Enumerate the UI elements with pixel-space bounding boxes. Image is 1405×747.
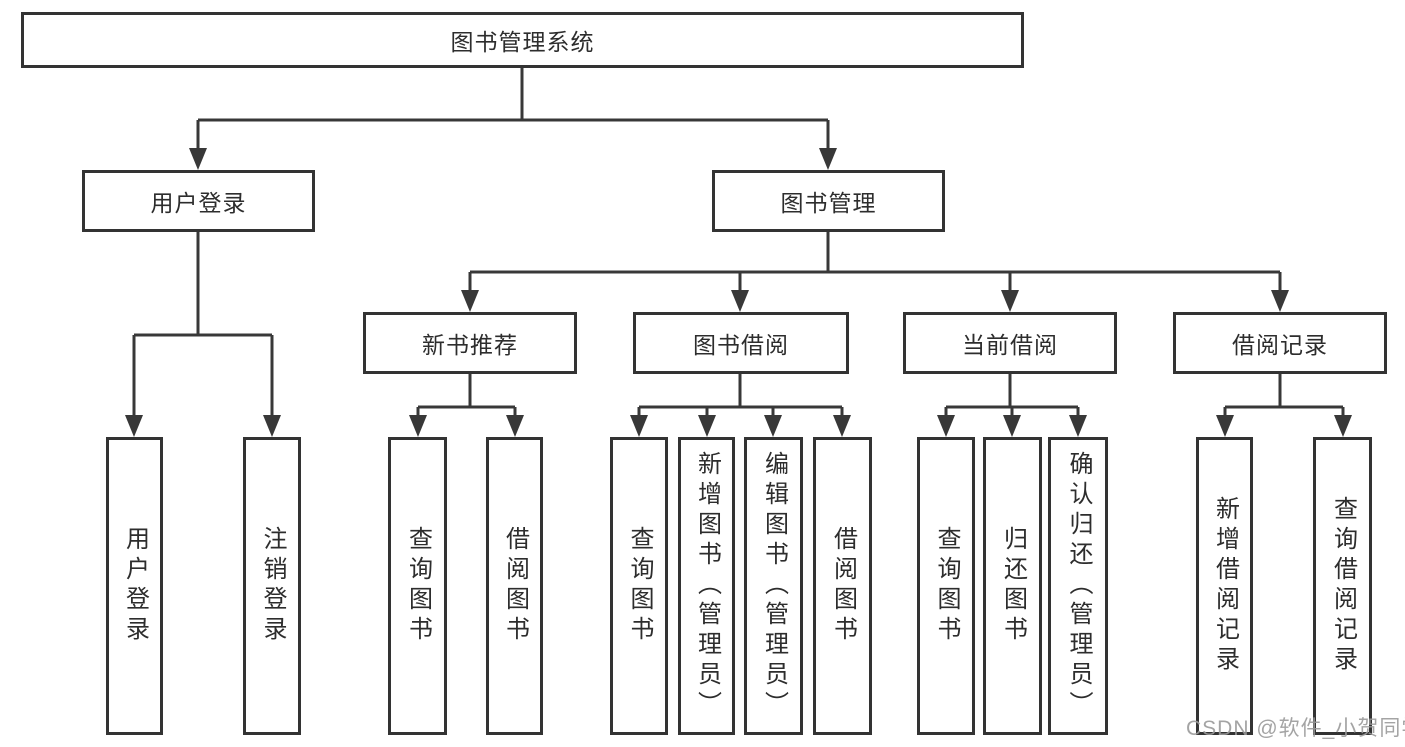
arrowhead-icon bbox=[125, 415, 143, 437]
arrowhead-icon bbox=[1069, 415, 1087, 437]
node-leaf-bb-add-book-admin-label: 新增图书（管理员） bbox=[693, 451, 721, 721]
node-book-borrow-label: 图书借阅 bbox=[693, 332, 789, 358]
arrowhead-icon bbox=[506, 415, 524, 437]
node-leaf-cb-query-book: 查询图书 bbox=[917, 437, 975, 735]
arrowhead-icon bbox=[189, 148, 207, 170]
node-user-login: 用户登录 bbox=[82, 170, 315, 232]
connector-new-book-group bbox=[409, 374, 524, 437]
node-leaf-bb-borrow-book: 借阅图书 bbox=[813, 437, 872, 735]
connector-root-to-level2 bbox=[189, 68, 837, 170]
node-leaf-cb-return-book-label: 归还图书 bbox=[999, 526, 1027, 646]
arrowhead-icon bbox=[764, 415, 782, 437]
node-current-borrow: 当前借阅 bbox=[903, 312, 1117, 374]
node-leaf-bb-query-book: 查询图书 bbox=[610, 437, 668, 735]
node-leaf-bb-borrow-book-label: 借阅图书 bbox=[829, 526, 857, 646]
node-leaf-bb-add-book-admin: 新增图书（管理员） bbox=[678, 437, 735, 735]
node-book-mgmt: 图书管理 bbox=[712, 170, 945, 232]
node-leaf-br-add-record: 新增借阅记录 bbox=[1196, 437, 1253, 735]
node-leaf-logout: 注销登录 bbox=[243, 437, 301, 735]
arrowhead-icon bbox=[937, 415, 955, 437]
node-current-borrow-label: 当前借阅 bbox=[962, 332, 1058, 358]
node-leaf-user-login-label: 用户登录 bbox=[121, 526, 149, 646]
connector-line bbox=[416, 374, 517, 419]
connector-line bbox=[468, 232, 1282, 294]
node-root: 图书管理系统 bbox=[21, 12, 1024, 68]
node-leaf-cb-confirm-return-admin: 确认归还（管理员） bbox=[1048, 437, 1108, 735]
node-leaf-br-query-record: 查询借阅记录 bbox=[1313, 437, 1372, 735]
arrowhead-icon bbox=[1334, 415, 1352, 437]
arrowhead-icon bbox=[1216, 415, 1234, 437]
node-leaf-bb-query-book-label: 查询图书 bbox=[626, 526, 653, 646]
connector-book-mgmt-to-level3 bbox=[461, 232, 1289, 312]
node-book-mgmt-label: 图书管理 bbox=[780, 190, 877, 216]
arrowhead-icon bbox=[698, 415, 716, 437]
node-book-borrow: 图书借阅 bbox=[633, 312, 849, 374]
arrowhead-icon bbox=[833, 415, 851, 437]
node-root-label: 图书管理系统 bbox=[450, 29, 595, 55]
csdn-watermark: CSDN @软件_小贺同学 bbox=[1186, 717, 1405, 740]
node-borrow-record: 借阅记录 bbox=[1173, 312, 1387, 374]
node-leaf-logout-label: 注销登录 bbox=[259, 526, 286, 646]
node-leaf-nbr-borrow-book-label: 借阅图书 bbox=[501, 526, 529, 646]
arrowhead-icon bbox=[461, 290, 479, 312]
connector-line bbox=[132, 232, 274, 419]
node-new-book-rec-label: 新书推荐 bbox=[422, 332, 518, 358]
connector-book-borrow-group bbox=[630, 374, 851, 437]
node-leaf-user-login: 用户登录 bbox=[106, 437, 163, 735]
node-leaf-bb-edit-book-admin: 编辑图书（管理员） bbox=[744, 437, 803, 735]
node-leaf-nbr-borrow-book: 借阅图书 bbox=[486, 437, 543, 735]
arrowhead-icon bbox=[409, 415, 427, 437]
node-user-login-label: 用户登录 bbox=[150, 190, 247, 216]
node-leaf-br-add-record-label: 新增借阅记录 bbox=[1211, 496, 1239, 676]
node-leaf-cb-confirm-return-admin-label: 确认归还（管理员） bbox=[1065, 451, 1092, 721]
node-leaf-cb-query-book-label: 查询图书 bbox=[933, 526, 960, 646]
node-leaf-bb-edit-book-admin-label: 编辑图书（管理员） bbox=[760, 451, 788, 721]
connector-line bbox=[637, 374, 844, 419]
arrowhead-icon bbox=[1003, 415, 1021, 437]
arrowhead-icon bbox=[819, 148, 837, 170]
connector-line bbox=[944, 374, 1080, 419]
node-leaf-br-query-record-label: 查询借阅记录 bbox=[1329, 496, 1357, 676]
connector-line bbox=[1223, 374, 1345, 419]
node-leaf-cb-return-book: 归还图书 bbox=[983, 437, 1042, 735]
node-new-book-rec: 新书推荐 bbox=[363, 312, 577, 374]
connector-line bbox=[196, 68, 830, 152]
node-borrow-record-label: 借阅记录 bbox=[1232, 332, 1328, 358]
arrowhead-icon bbox=[263, 415, 281, 437]
node-leaf-nbr-query-book: 查询图书 bbox=[388, 437, 447, 735]
connector-user-login-group bbox=[125, 232, 281, 437]
node-leaf-nbr-query-book-label: 查询图书 bbox=[404, 526, 432, 646]
arrowhead-icon bbox=[731, 290, 749, 312]
arrowhead-icon bbox=[1001, 290, 1019, 312]
connector-borrow-record-group bbox=[1216, 374, 1352, 437]
arrowhead-icon bbox=[630, 415, 648, 437]
arrowhead-icon bbox=[1271, 290, 1289, 312]
connector-current-borrow-group bbox=[937, 374, 1087, 437]
